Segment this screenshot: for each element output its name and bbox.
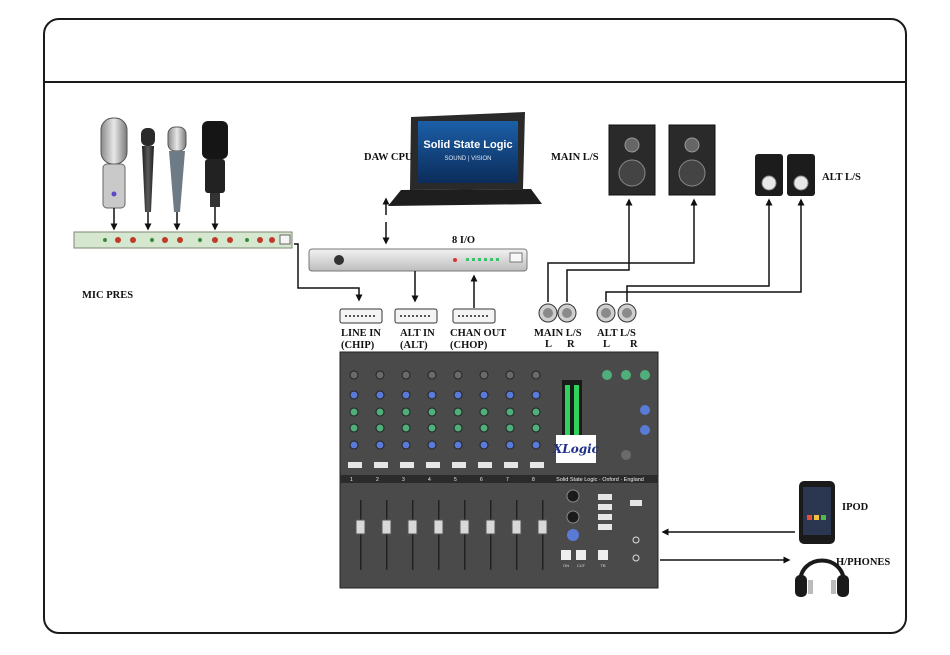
channel-number-7: 7 [506, 477, 509, 483]
on-button [561, 550, 571, 560]
chan-out-sublabel: (CHOP) [450, 340, 488, 351]
alt-in-connector [395, 309, 437, 323]
chan-out-label: CHAN OUT [450, 328, 506, 339]
channel-number-8: 8 [532, 477, 535, 483]
fader-cap-6 [486, 520, 495, 534]
fader-cap-5 [460, 520, 469, 534]
ipod-label: IPOD [842, 502, 869, 513]
main-r-xlr [558, 304, 576, 322]
line-in-connector [340, 309, 382, 323]
alt-l-label: L [603, 339, 610, 350]
ipod-device [799, 481, 835, 544]
main-ls-out-label: MAIN L/S [534, 328, 582, 339]
alt-l-xlr [597, 304, 615, 322]
mic-pres-label: MIC PRES [82, 290, 133, 301]
fader-cap-2 [382, 520, 391, 534]
cut-button-label: CUT [577, 563, 586, 568]
alt-r-label: R [630, 339, 638, 350]
fader-cap-3 [408, 520, 417, 534]
laptop-screen-subtitle: SOUND | VISION [445, 156, 492, 162]
alt-ls-label: ALT L/S [822, 172, 861, 183]
on-button-label: ON [563, 563, 569, 568]
channel-number-6: 6 [480, 477, 483, 483]
alt-r-wire [627, 200, 769, 302]
line-in-sublabel: (CHIP) [341, 340, 375, 351]
main-ls-label: MAIN L/S [551, 152, 599, 163]
fader-cap-4 [434, 520, 443, 534]
tb-button [598, 550, 608, 560]
fader-cap-8 [538, 520, 547, 534]
alt-in-sublabel: (ALT) [400, 340, 428, 351]
channel-number-1: 1 [350, 477, 353, 483]
console-maker-label: Solid State Logic · Oxford · England [556, 477, 644, 483]
mic-preamp-rack [74, 232, 292, 248]
fader-cap-1 [356, 520, 365, 534]
main-r-wire [567, 200, 629, 302]
eight-io-label: 8 I/O [452, 235, 475, 246]
chan-out-connector [453, 309, 495, 323]
alt-r-xlr [618, 304, 636, 322]
laptop-screen-title: Solid State Logic [423, 139, 512, 151]
channel-number-4: 4 [428, 477, 431, 483]
fader-cap-7 [512, 520, 521, 534]
main-r-label: R [567, 339, 575, 350]
daw-cpu-label: DAW CPU [364, 152, 413, 163]
tb-button-label: TB [600, 563, 605, 568]
alt-in-label: ALT IN [400, 328, 435, 339]
microphone-condenser-large [101, 118, 127, 208]
main-l-label: L [545, 339, 552, 350]
channel-number-2: 2 [376, 477, 379, 483]
alt-speaker-left [755, 154, 783, 196]
xlogic-logo: XLogic [552, 442, 600, 456]
hphones-label: H/PHONES [836, 557, 890, 568]
alt-ls-out-label: ALT L/S [597, 328, 636, 339]
channel-number-5: 5 [454, 477, 457, 483]
cut-button [576, 550, 586, 560]
main-l-xlr [539, 304, 557, 322]
microphone-dynamic-2 [168, 127, 186, 212]
line-in-label: LINE IN [341, 328, 381, 339]
xlogic-console: 1 2 3 4 5 6 7 8 XLogic Solid State Logic · Oxfo… [340, 352, 658, 588]
eight-io-interface [309, 249, 527, 271]
main-speaker-left [609, 125, 655, 195]
main-speaker-right [669, 125, 715, 195]
alt-speaker-right [787, 154, 815, 196]
microphone-condenser-black [202, 121, 228, 207]
microphone-dynamic-1 [141, 128, 155, 212]
channel-number-3: 3 [402, 477, 405, 483]
